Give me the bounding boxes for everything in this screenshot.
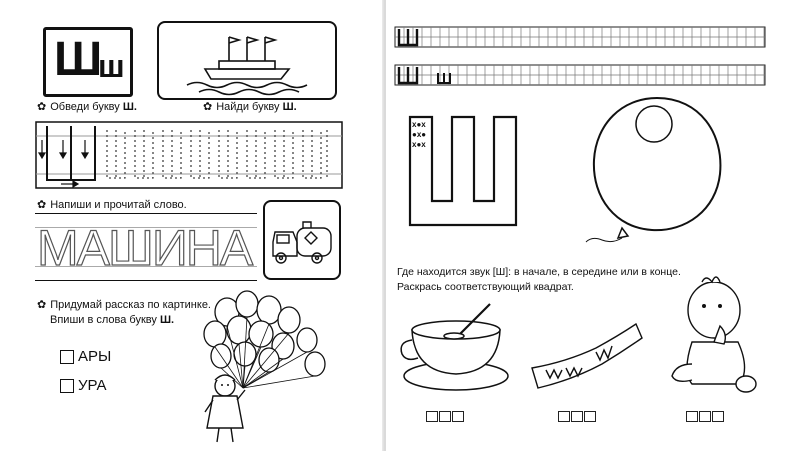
task-story: ✿Придумай рассказ по картинке. Впиши в с… <box>37 299 211 326</box>
baby-icon <box>671 276 757 393</box>
answer-cell[interactable] <box>712 411 724 422</box>
scarf-icon <box>531 322 643 389</box>
trace-word-strip: МАШИНА <box>35 213 257 281</box>
ship-picture-card <box>157 21 337 100</box>
answer-cell[interactable] <box>558 411 570 422</box>
dotted-word: МАШИНА <box>36 219 253 276</box>
flower-bullet-icon: ✿ <box>37 101 47 113</box>
task-find-letter: ✿Найди букву Ш. <box>203 101 297 113</box>
copybook-row-2 <box>394 64 766 86</box>
word-choice-2[interactable]: УРА <box>60 377 107 394</box>
page-gutter <box>382 0 388 451</box>
left-page: Ш ш ✿Обведи букву Ш. ✿Найди букву Ш. <box>0 0 384 451</box>
question-line-2: Раскрась соответствующий квадрат. <box>397 281 574 293</box>
task-trace-letter: ✿Обведи букву Ш. <box>37 101 137 113</box>
right-page: x●x●x●x●x Где находится звук [Ш]: в нача… <box>386 0 800 451</box>
trace-letter-strip <box>35 121 343 189</box>
copybook-row-1 <box>394 26 766 48</box>
big-letter-sha: x●x●x●x●x <box>408 115 518 227</box>
truck-picture-card <box>263 200 341 280</box>
answer-cells-cup[interactable] <box>426 411 465 422</box>
balloon-illustration <box>585 96 722 243</box>
flower-bullet-icon: ✿ <box>37 299 47 311</box>
answer-cell[interactable] <box>571 411 583 422</box>
cup-icon <box>400 303 509 391</box>
letter-card: Ш ш <box>43 27 133 97</box>
flower-bullet-icon: ✿ <box>203 101 213 113</box>
answer-cells-baby[interactable] <box>686 411 725 422</box>
answer-cell[interactable] <box>452 411 464 422</box>
svg-text:x●x: x●x <box>412 120 426 129</box>
letter-lower: ш <box>98 48 125 84</box>
ship-icon <box>186 36 308 96</box>
svg-text:x●x: x●x <box>412 140 426 149</box>
svg-text:●x●: ●x● <box>412 130 426 139</box>
balloons-girl-illustration <box>203 290 326 443</box>
answer-cell[interactable] <box>439 411 451 422</box>
letter-upper: Ш <box>54 33 103 86</box>
answer-cell[interactable] <box>584 411 596 422</box>
letter-box[interactable] <box>60 378 74 393</box>
answer-cell[interactable] <box>426 411 438 422</box>
question-line-1: Где находится звук [Ш]: в начале, в сере… <box>397 266 681 278</box>
word-choice-1[interactable]: АРЫ <box>60 348 111 365</box>
truck-icon <box>272 221 332 264</box>
answer-cell[interactable] <box>686 411 698 422</box>
answer-cells-scarf[interactable] <box>558 411 597 422</box>
flower-bullet-icon: ✿ <box>37 199 47 211</box>
letter-box[interactable] <box>60 349 74 364</box>
answer-cell[interactable] <box>699 411 711 422</box>
task-write-word: ✿Напиши и прочитай слово. <box>37 199 187 211</box>
